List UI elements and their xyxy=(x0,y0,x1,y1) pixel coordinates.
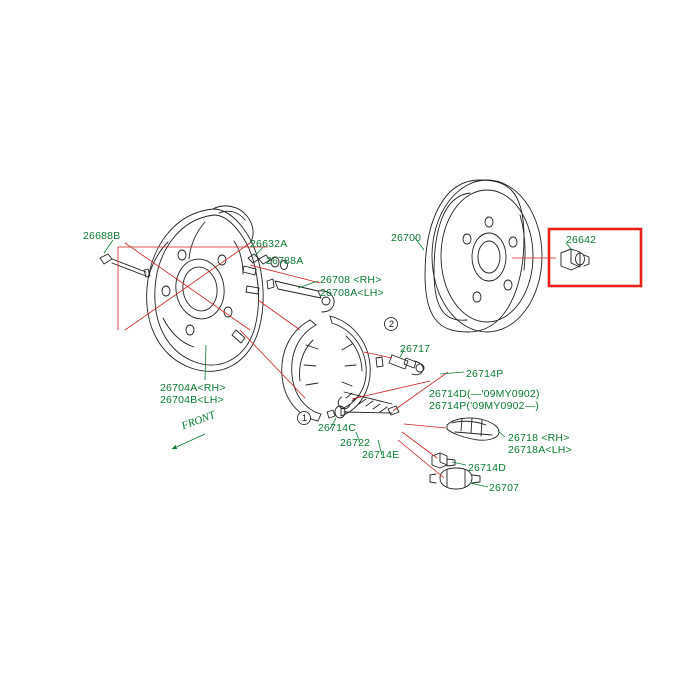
part-label-26714P: 26714P xyxy=(466,368,504,380)
part-label-26704B: 26704B<LH> xyxy=(160,394,224,406)
part-label-26708A: 26708A<LH> xyxy=(320,287,384,299)
brake-drum xyxy=(424,179,543,333)
callout-circle-1 xyxy=(297,411,311,425)
backing-plate xyxy=(146,205,264,372)
part-label-26700: 26700 xyxy=(391,232,422,244)
bleeder-screw xyxy=(431,452,456,469)
part-label-26632A: 26632A xyxy=(250,238,288,250)
part-label-26688B: 26688B xyxy=(83,230,121,242)
hold-down-pin xyxy=(326,405,346,419)
part-label-26642: 26642 xyxy=(566,234,597,246)
drum-set-screw xyxy=(560,248,590,271)
part-label-26704A: 26704A<RH> xyxy=(160,382,226,394)
part-label-26722: 26722 xyxy=(340,437,371,449)
part-label-26714P-late: 26714P('09MY0902—) xyxy=(429,400,540,412)
part-label-26714E: 26714E xyxy=(362,449,400,461)
part-label-26788A: 26788A xyxy=(266,255,304,267)
part-label-26717: 26717 xyxy=(400,343,431,355)
long-bolt xyxy=(99,253,151,278)
pin-and-washer-assembly xyxy=(247,253,288,270)
callout-circle-2 xyxy=(384,317,398,331)
parking-brake-lever xyxy=(266,278,335,313)
part-label-26707: 26707 xyxy=(489,482,520,494)
callout-number-1: 1 xyxy=(301,413,307,423)
wheel-cylinder xyxy=(429,467,481,490)
part-label-26714D: 26714D xyxy=(468,462,506,474)
brake-shoe-assembly xyxy=(281,315,371,422)
callout-number-2: 2 xyxy=(388,319,394,329)
part-label-26708: 26708 <RH> xyxy=(320,274,382,286)
part-label-26718: 26718 <RH> xyxy=(508,432,570,444)
adjuster-strut xyxy=(375,354,425,376)
wheel-cylinder-bracket xyxy=(446,417,500,441)
part-label-26714C: 26714C xyxy=(318,422,356,434)
part-label-26714D-early: 26714D(—'09MY0902) xyxy=(429,388,540,400)
part-label-26718A: 26718A<LH> xyxy=(508,444,572,456)
highlight-box xyxy=(547,227,643,288)
